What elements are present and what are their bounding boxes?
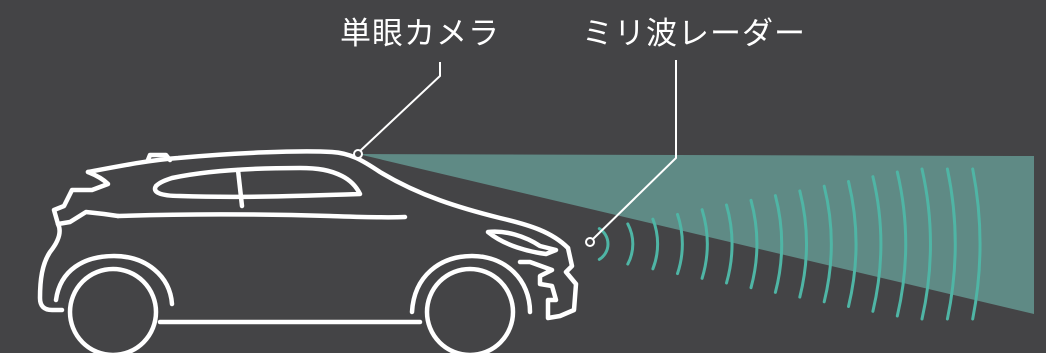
radar-wave-arc bbox=[626, 222, 635, 266]
radar-wave-arc bbox=[651, 217, 660, 271]
radar-wave-arc bbox=[945, 167, 957, 321]
car-b-pillar bbox=[235, 167, 245, 209]
radar-wave-arc bbox=[920, 167, 932, 321]
car-rear-hatch bbox=[51, 152, 173, 227]
camera-point-marker bbox=[353, 149, 363, 159]
car-rear-body bbox=[37, 221, 65, 313]
radar-wave-arc bbox=[798, 189, 808, 299]
radar-wave-arc bbox=[773, 194, 784, 294]
radar-wave-arc bbox=[700, 208, 709, 280]
radar-waves bbox=[597, 167, 982, 321]
car-side-outline-icon bbox=[37, 149, 579, 353]
radar-wave-arc bbox=[871, 175, 883, 313]
radar-wave-arc bbox=[971, 167, 982, 321]
radar-point-marker bbox=[585, 237, 595, 247]
radar-wave-arc bbox=[597, 227, 610, 261]
car-rear-wheel bbox=[67, 266, 159, 353]
radar-wave-arc bbox=[725, 203, 734, 285]
car-window bbox=[152, 165, 363, 200]
camera-leader-line bbox=[359, 62, 441, 152]
radar-leader-line bbox=[591, 60, 677, 241]
car-headlight bbox=[485, 229, 559, 257]
radar-wave-arc bbox=[749, 198, 759, 290]
camera-label: 単眼カメラ bbox=[340, 16, 500, 52]
car-rear-wheel-arch bbox=[53, 253, 175, 307]
car-body-top bbox=[85, 149, 571, 251]
radar-wave-arc bbox=[676, 212, 684, 276]
radar-label: ミリ波レーダー bbox=[582, 16, 806, 52]
car-front-wheel-arch bbox=[409, 253, 533, 315]
car-beltline bbox=[115, 212, 408, 220]
camera-beam bbox=[358, 154, 1034, 314]
radar-wave-arc bbox=[847, 180, 858, 308]
radar-wave-arc bbox=[822, 184, 833, 304]
car-front-wheel bbox=[424, 266, 516, 353]
car-front-bumper bbox=[517, 245, 579, 321]
radar-wave-arc bbox=[895, 170, 908, 318]
